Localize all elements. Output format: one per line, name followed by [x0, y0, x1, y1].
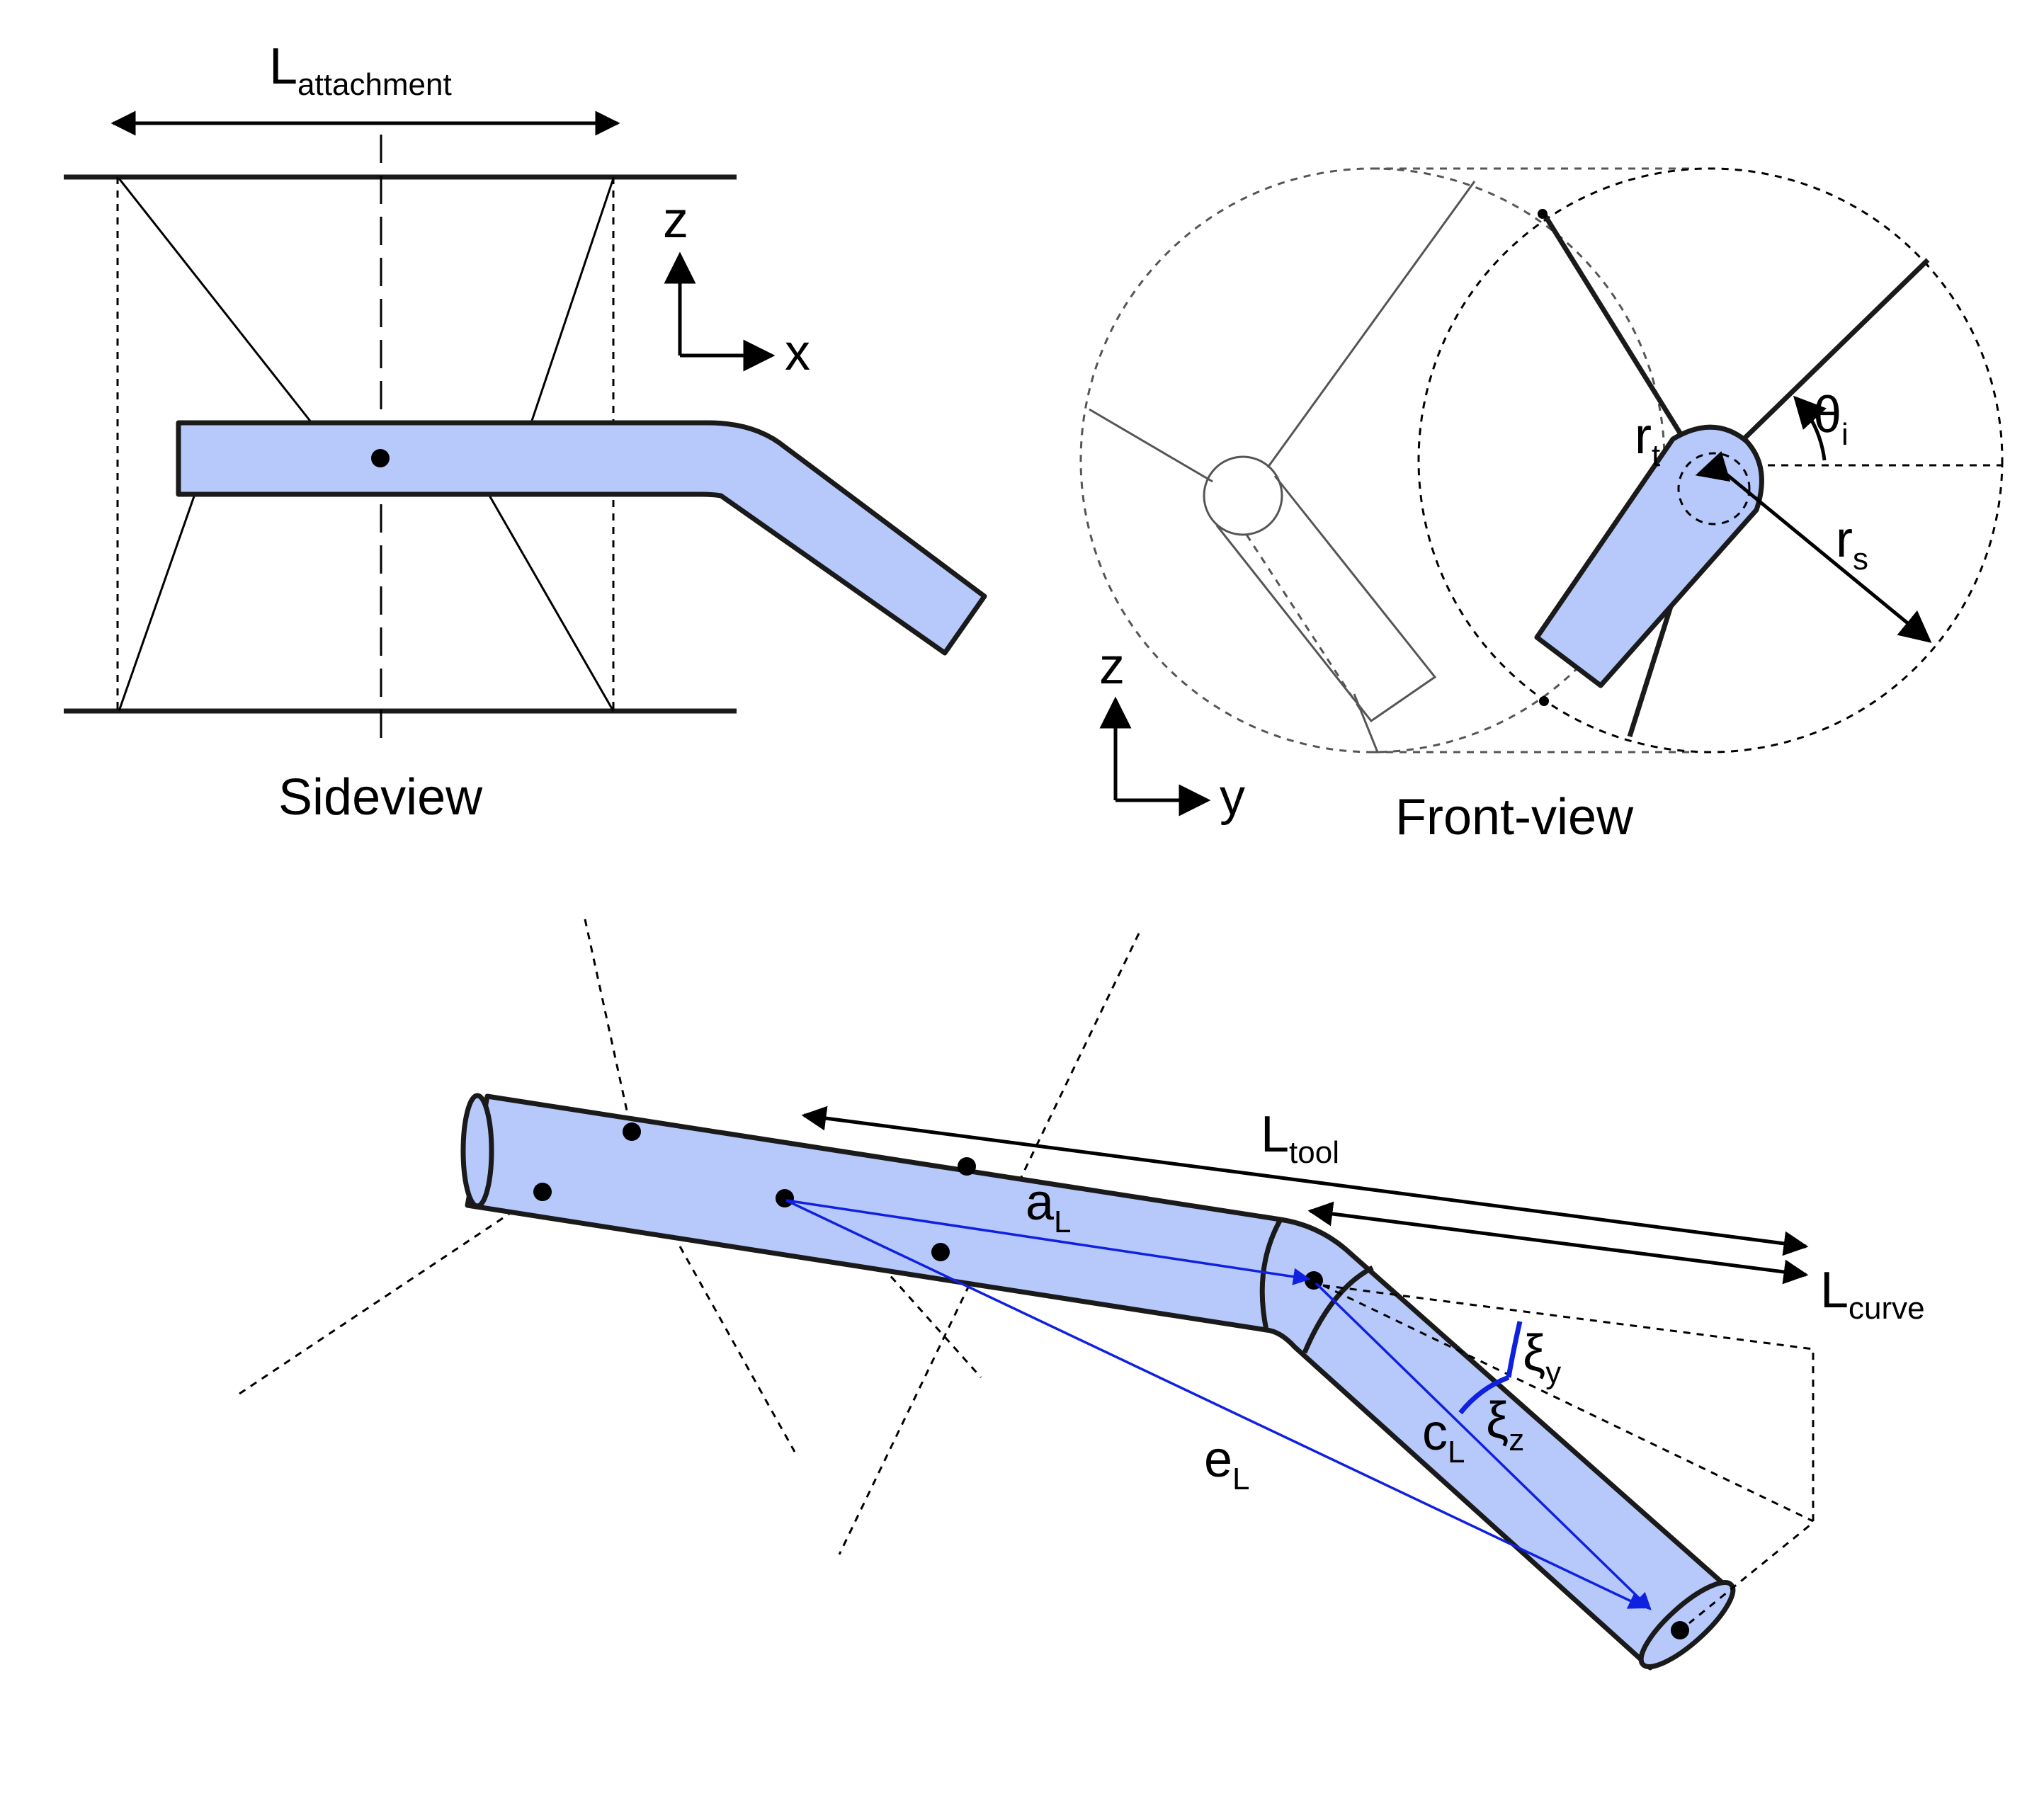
string-anchor-dot — [1538, 209, 1548, 219]
rt-arrow — [1695, 450, 1731, 482]
xi-y-label: ξy — [1523, 1325, 1561, 1390]
cl-label: cL — [1422, 1404, 1465, 1469]
xi-z-arc — [1458, 1375, 1510, 1415]
ghost-tool-body — [1215, 475, 1437, 723]
theta-label: θi — [1813, 387, 1849, 452]
construction-line — [679, 1246, 796, 1452]
support-string — [118, 494, 196, 712]
tool-sideview — [176, 420, 987, 656]
el-vector — [785, 1199, 1647, 1609]
contact-point — [623, 1122, 641, 1141]
rt-label: rt — [1635, 408, 1660, 473]
tool-3d-panel: Ltool Lcurve aL eL cL ξy ξz — [239, 919, 1925, 1671]
al-label: aL — [1026, 1174, 1072, 1239]
projection-line — [1322, 1284, 1815, 1625]
lcurve-arrow — [1307, 1201, 1809, 1285]
tip-point — [1671, 1621, 1689, 1639]
ghost-string — [1089, 408, 1213, 483]
string-sweep-circle — [1417, 167, 2004, 754]
contact-point — [958, 1157, 976, 1176]
al-vector — [785, 1199, 1311, 1285]
xi-z-label: ξz — [1486, 1392, 1524, 1457]
projection-line — [1322, 1284, 1814, 1523]
tool-3d-body — [465, 1093, 1725, 1671]
attachment-label: Lattachment — [269, 38, 452, 102]
string-anchor-dot — [1539, 696, 1549, 706]
construction-line — [584, 919, 633, 1134]
rs-arrow — [1721, 470, 1932, 643]
frontview-panel: rt rs θi z y Front-view — [1079, 167, 2004, 846]
support-string — [530, 178, 615, 423]
tool-frontview — [1534, 424, 1764, 688]
sideview-caption: Sideview — [278, 769, 483, 826]
ghost-tool-hidden — [1245, 534, 1365, 716]
tool-center-point — [371, 449, 390, 467]
contact-point — [533, 1183, 552, 1201]
sideview-panel: Lattachment z x Sideview — [64, 38, 987, 826]
support-string — [487, 494, 615, 712]
cl-vector — [1315, 1282, 1652, 1610]
support-string — [118, 178, 313, 423]
ghost-tool-end — [1203, 455, 1283, 536]
theta-arc — [1793, 395, 1827, 461]
ghost-string — [1266, 181, 1476, 468]
xi-y-arc — [1506, 1321, 1523, 1378]
rs-label: rs — [1836, 511, 1868, 576]
y-axis-label: y — [1220, 769, 1245, 826]
z-axis-label: z — [1099, 638, 1125, 695]
tool-3d-left-cap — [460, 1093, 494, 1209]
front-string — [1742, 258, 1930, 441]
z-axis-label: z — [663, 192, 688, 249]
contact-point — [931, 1243, 950, 1261]
contact-point — [776, 1189, 794, 1207]
x-axis-label: x — [785, 324, 810, 381]
el-label: eL — [1204, 1431, 1250, 1496]
frontview-caption: Front-view — [1395, 789, 1634, 846]
front-string — [1542, 212, 1699, 462]
ltool-label: Ltool — [1261, 1106, 1339, 1170]
construction-line — [239, 1188, 546, 1395]
lcurve-label: Lcurve — [1820, 1262, 1925, 1326]
